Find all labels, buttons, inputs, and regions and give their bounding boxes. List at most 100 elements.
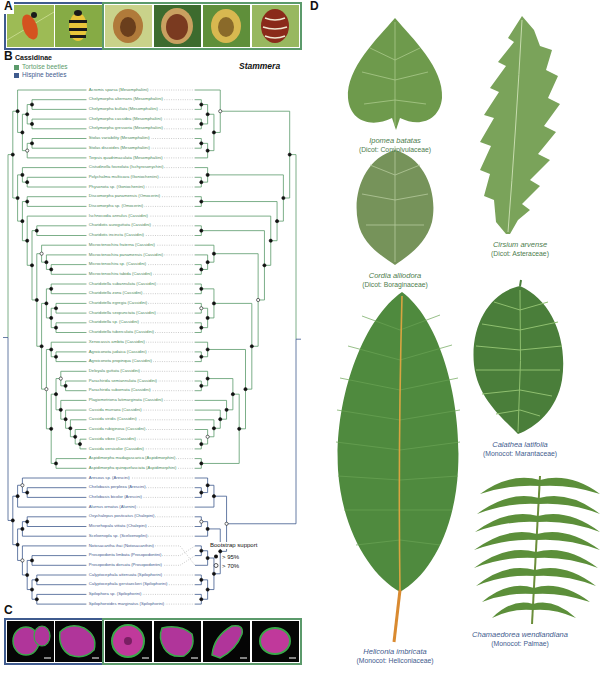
bootstrap-dot [21, 173, 24, 176]
taxon-label: Cassida versicolor (Cassidini) [88, 447, 145, 452]
tree-title: Stammera [238, 62, 281, 72]
tree-branch [195, 526, 201, 527]
tree-branch [22, 478, 86, 479]
tree-branch [8, 155, 9, 338]
taxon-label: Aspidimorpha quinquefasciata (Aspidimorp… [88, 466, 177, 471]
taxon-label: Discomorpha sp. (Omocerini) [88, 204, 144, 209]
bootstrap-dot [26, 491, 29, 494]
tree-branch [27, 216, 28, 241]
bootstrap-dot [257, 298, 260, 301]
bootstrap-dot [212, 131, 215, 134]
taxon-label: Microctenochira panamensis (Cassidini) [88, 253, 164, 258]
tree-branch [245, 389, 246, 429]
tree-branch [22, 132, 23, 150]
tree-branch [195, 575, 201, 576]
photo [252, 5, 299, 47]
bootstrap-dot [50, 348, 53, 351]
tree-branch [195, 216, 271, 217]
tree-branch [61, 400, 86, 401]
tree-branch [27, 487, 86, 488]
plant-species: Calathea latifolia [440, 440, 600, 449]
leaf-illustrations [336, 16, 600, 642]
tree-branch [195, 313, 201, 314]
bootstrap-dot [206, 588, 209, 591]
bootstrap-dot [212, 495, 215, 498]
tree-branch [195, 148, 201, 149]
plant-species: Chamaedorea wendlandiana [440, 630, 600, 639]
plant-family: (Dicot: Asteraceae) [440, 249, 600, 258]
tree-branch [56, 303, 86, 304]
photo-frame [5, 3, 103, 49]
photo [154, 5, 201, 47]
taxon-label: Charidotella sp. (Cassidini) [88, 320, 140, 325]
bootstrap-dot [200, 122, 203, 125]
tree-branch [51, 342, 86, 343]
taxon-label: Charidotis incincta (Cassidini) [88, 233, 145, 238]
bootstrap-dot [26, 181, 29, 184]
plant-family: (Dicot: Boraginaceae) [315, 280, 475, 289]
bootstrap-dot [206, 261, 209, 264]
tree-branch [37, 594, 86, 595]
tree-branch [46, 303, 47, 318]
legend-swatch [14, 65, 19, 70]
tree-branch [27, 177, 86, 178]
legend-title: Bootstrap support [209, 542, 258, 549]
panel-letter: B [3, 50, 14, 64]
tree-branch [195, 99, 201, 100]
tree-branch [27, 241, 28, 266]
bootstrap-dot [35, 229, 38, 232]
tree-branch [195, 419, 214, 420]
beetle-photos [5, 3, 301, 49]
bootstrap-dot [200, 200, 203, 203]
bootstrap-dot [45, 302, 48, 305]
tree-root [3, 337, 8, 338]
tree-branch [17, 545, 18, 561]
bootstrap-dot [21, 220, 24, 223]
taxon-label: Prosopodonta limbata (Prosopodontini) [88, 553, 162, 558]
tree-branch [213, 114, 214, 132]
tree-branch [232, 379, 233, 395]
taxon-label: Microctenochira sp. (Cassidini) [88, 262, 147, 267]
plant-species: Cordia alliodora [315, 271, 475, 280]
bootstrap-dot [11, 153, 14, 156]
bootstrap-dot [206, 556, 209, 559]
tree-branch [46, 254, 86, 255]
tree-branch [195, 293, 201, 294]
plant-species: Ipomea batatas [315, 136, 475, 145]
tree-branch [232, 394, 233, 410]
tree-branch [22, 546, 23, 561]
panel-letter: C [3, 604, 14, 618]
taxon-label: Calyptocephala attenuata (Spilophorini) [88, 573, 163, 578]
bootstrap-dot [16, 543, 19, 546]
tree-branch [51, 429, 52, 464]
tree-branch [283, 175, 284, 198]
tree-branch [195, 235, 201, 236]
bootstrap-dot [212, 302, 215, 305]
tree-branch [195, 225, 201, 226]
bootstrap-dot [21, 559, 24, 562]
bootstrap-dot [200, 462, 203, 465]
tree-branch [12, 520, 13, 544]
bootstrap-dot [275, 220, 278, 223]
taxon-label: Cassida viridis (Cassidini) [88, 417, 138, 422]
tree-branch [195, 284, 201, 285]
bootstrap-dot [238, 427, 241, 430]
plant-family: (Monocot: Palmae) [440, 639, 600, 648]
tree-branch [258, 254, 259, 300]
taxon-label: Microctenochira tabida (Cassidini) [88, 272, 153, 277]
tree-branch [22, 114, 23, 132]
tree-branch [258, 300, 259, 346]
bootstrap-dot-open [214, 564, 218, 568]
bootstrap-dot [212, 427, 215, 430]
taxon-label: Chelymorpha gressoria (Mesomphaliini) [88, 126, 164, 131]
tree-branch [32, 119, 86, 120]
bootstrap-dot [231, 393, 234, 396]
tree-branch [195, 545, 201, 546]
tree-branch [37, 584, 86, 585]
tree-branch [289, 111, 290, 154]
legend-text: Tortoise beetles [21, 63, 69, 71]
tree-branch [27, 187, 86, 188]
tree-branch [195, 565, 208, 566]
tree-branch [201, 201, 277, 202]
